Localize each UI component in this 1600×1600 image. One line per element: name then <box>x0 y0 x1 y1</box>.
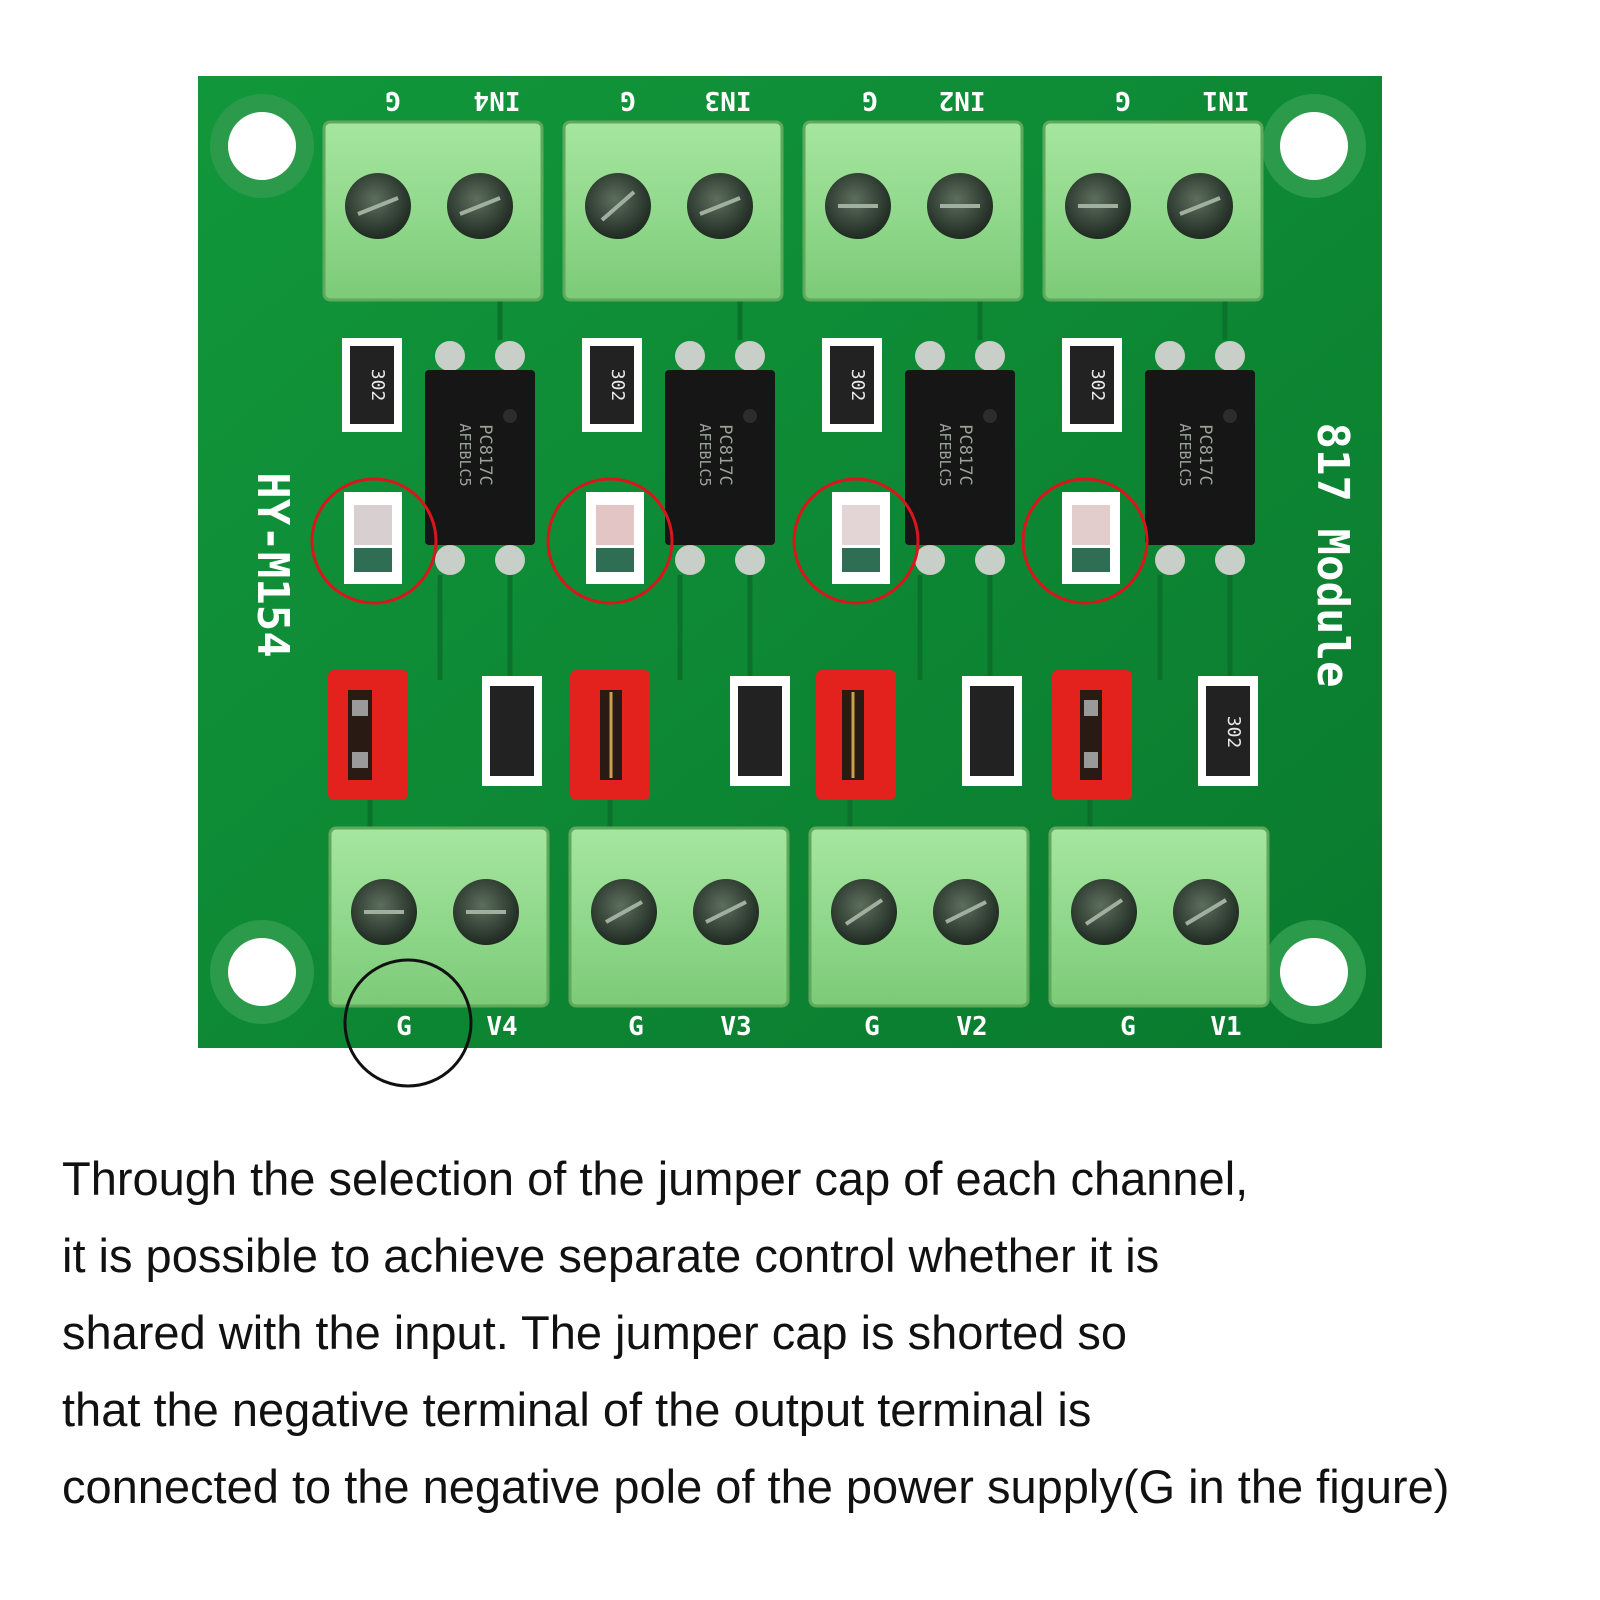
caption-line: that the negative terminal of the output… <box>62 1383 1092 1436</box>
optocoupler-chip: PC817C AFEBLC5 <box>1145 341 1255 575</box>
top-terminal-blocks <box>322 120 1264 302</box>
optocoupler-chip: PC817C AFEBLC5 <box>425 341 535 575</box>
caption-line: Through the selection of the jumper cap … <box>62 1152 1249 1205</box>
bottom-terminal-block <box>1048 826 1270 1008</box>
ground-highlight-circle <box>343 958 473 1088</box>
resistor-marking: 302 <box>1223 716 1244 749</box>
bottom-terminal-block <box>328 826 550 1008</box>
bottom-terminal-block <box>568 826 790 1008</box>
bottom-v-label-1: V1 <box>1210 1012 1241 1042</box>
jumper-cap <box>816 670 896 800</box>
mounting-holes <box>210 94 1366 1024</box>
top-g-label-3: G <box>620 85 636 115</box>
bottom-v-label-4: V4 <box>486 1012 517 1042</box>
model-label: HY-M154 <box>247 472 298 657</box>
resistor-marking: 302 <box>607 369 628 402</box>
pcb-photo: G IN4 G IN3 G IN2 G IN1 HY-M1 <box>198 76 1382 1088</box>
resistor-marking: 302 <box>847 369 868 402</box>
jumper-cap <box>1052 670 1132 800</box>
bottom-terminal-block <box>808 826 1030 1008</box>
chip-marking-1: PC817C <box>715 424 735 485</box>
chip-marking-2: AFEBLC5 <box>936 423 954 486</box>
caption-line: it is possible to achieve separate contr… <box>62 1229 1160 1282</box>
bottom-v-label-2: V2 <box>956 1012 987 1042</box>
top-terminal-block <box>802 120 1024 302</box>
top-g-label-2: G <box>862 85 878 115</box>
caption-line: shared with the input. The jumper cap is… <box>62 1306 1128 1359</box>
jumper-caps <box>328 670 1132 800</box>
top-terminal-block <box>322 120 544 302</box>
bottom-g-label-3: G <box>628 1012 644 1042</box>
top-terminal-block <box>562 120 784 302</box>
chip-marking-1: PC817C <box>1195 424 1215 485</box>
resistors-middle: 302 <box>482 676 1258 786</box>
top-in-label-3: IN3 <box>705 85 752 115</box>
jumper-cap <box>328 670 408 800</box>
bottom-v-label-3: V3 <box>720 1012 751 1042</box>
status-leds <box>344 492 1120 584</box>
optocoupler-chip: PC817C AFEBLC5 <box>665 341 775 575</box>
resistor-marking: 302 <box>367 369 388 402</box>
optocoupler-chip: PC817C AFEBLC5 <box>905 341 1015 575</box>
resistors-top: 302 302 302 302 <box>342 338 1122 432</box>
top-in-label-1: IN1 <box>1203 85 1250 115</box>
chip-marking-1: PC817C <box>475 424 495 485</box>
top-in-label-4: IN4 <box>474 85 521 115</box>
module-label: 817 Module <box>1307 423 1358 688</box>
caption: Through the selection of the jumper cap … <box>62 1140 1562 1525</box>
jumper-cap <box>570 670 650 800</box>
chip-marking-2: AFEBLC5 <box>456 423 474 486</box>
chip-marking-2: AFEBLC5 <box>1176 423 1194 486</box>
optocoupler-chips: PC817C AFEBLC5 PC817C AFEBLC5 PC817C AFE… <box>425 341 1255 575</box>
resistor-marking: 302 <box>1087 369 1108 402</box>
top-g-label-1: G <box>1115 85 1131 115</box>
bottom-g-label-1: G <box>1120 1012 1136 1042</box>
bottom-terminal-blocks <box>328 826 1270 1008</box>
led-highlight-circles <box>310 477 1149 605</box>
chip-marking-1: PC817C <box>955 424 975 485</box>
top-g-label-4: G <box>385 85 401 115</box>
caption-line: connected to the negative pole of the po… <box>62 1460 1450 1513</box>
top-in-label-2: IN2 <box>939 85 986 115</box>
top-terminal-labels: G IN4 G IN3 G IN2 G IN1 <box>385 85 1249 115</box>
top-terminal-block <box>1042 120 1264 302</box>
bottom-terminal-labels: G V4 G V3 G V2 G V1 <box>396 1012 1241 1042</box>
bottom-g-label-4: G <box>396 1012 412 1042</box>
pcb-traces <box>367 300 1233 830</box>
chip-marking-2: AFEBLC5 <box>696 423 714 486</box>
bottom-g-label-2: G <box>864 1012 880 1042</box>
